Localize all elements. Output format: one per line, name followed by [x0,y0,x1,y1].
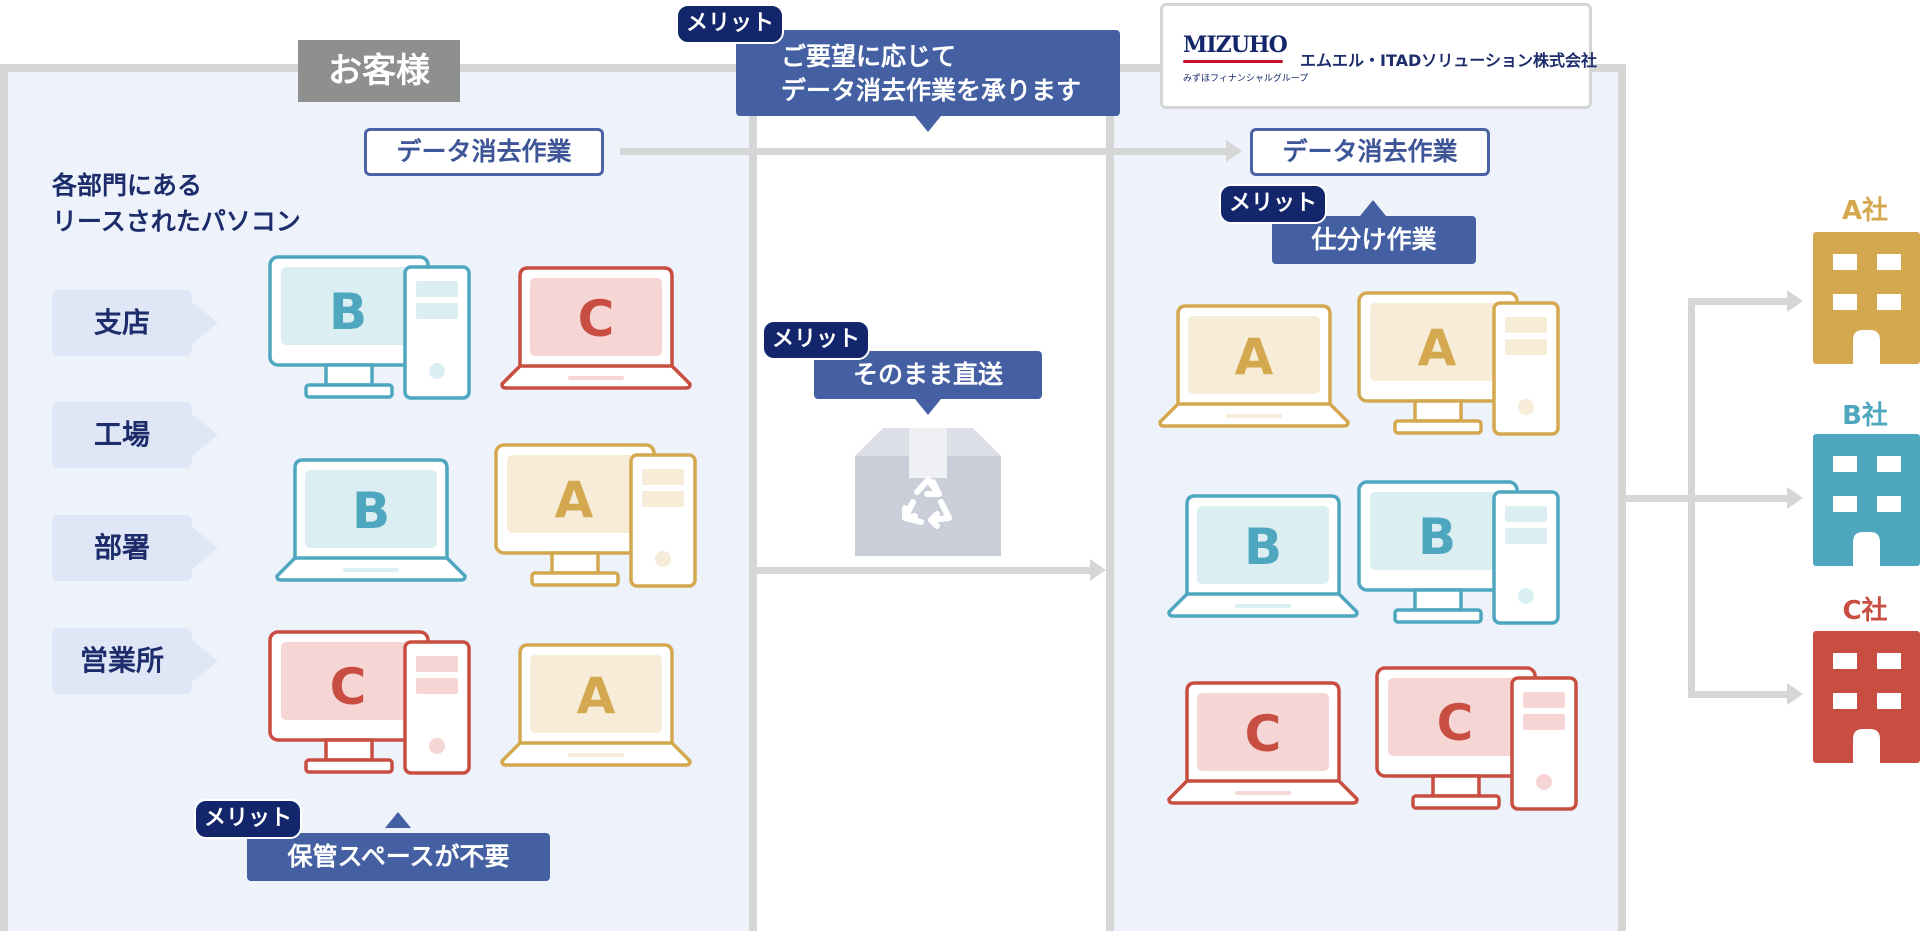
building-icon [1813,631,1920,767]
company-label-b: B社 [1842,401,1888,431]
bubble-data-erasure-on-request: ご要望に応じて データ消去作業を承ります [736,30,1120,116]
laptop-pc-drawing: A [1158,304,1350,428]
merit-badge-top: メリット [676,4,784,44]
desktop-pc-drawing: C [1375,666,1578,811]
dist-line-c [1688,691,1788,698]
laptop-pc-icon: C [500,266,692,395]
dept-branch: 支店 [52,290,218,356]
leased-pc-label-line2: リースされたパソコン [52,207,301,236]
svg-text:A: A [577,667,616,725]
leased-pc-label: 各部門にある リースされたパソコン [52,168,301,240]
desktop-pc-drawing: B [268,255,471,400]
laptop-pc-icon: B [1167,494,1359,623]
svg-text:A: A [555,471,594,529]
mizuho-group: みずほフィナンシャルグループ [1183,74,1309,84]
desktop-pc-icon: C [1375,666,1580,816]
laptop-pc-drawing: B [1167,494,1359,618]
merit-badge-sorting: メリット [1219,184,1327,224]
building-icon [1813,232,1920,368]
desktop-pc-drawing: A [1357,291,1560,436]
desktop-pc-drawing: B [1357,480,1560,625]
svg-text:B: B [352,482,390,540]
right-data-erasure-box: データ消去作業 [1250,128,1490,176]
bubble-sorting: 仕分け作業 [1272,216,1476,264]
desktop-pc-drawing: C [268,630,471,775]
direct-arrow-head [1090,559,1106,581]
laptop-pc-icon: B [275,458,467,587]
bubble-no-storage-space: 保管スペースが不要 [247,833,550,881]
erasure-arrow-line [620,148,1230,155]
customer-header: お客様 [298,40,460,102]
desktop-pc-icon: A [494,443,699,593]
dept-sales-office: 営業所 [52,628,218,694]
svg-text:C: C [578,290,615,348]
dist-arrow-a [1787,290,1803,312]
dept-factory: 工場 [52,402,218,468]
desktop-pc-icon: A [1357,291,1562,441]
leased-pc-label-line1: 各部門にある [52,171,203,200]
recycle-box-icon [855,428,1001,556]
mizuho-swoosh [1183,60,1283,63]
vendor-company-name: エムエル・ITADソリューション株式会社 [1300,51,1597,70]
desktop-pc-icon: B [268,255,473,405]
merit-badge-storage: メリット [194,799,302,839]
dist-vertical-line [1688,298,1695,698]
building-drawing [1813,631,1920,763]
desktop-pc-icon: B [1357,480,1562,630]
desktop-pc-drawing: A [494,443,697,588]
svg-text:B: B [1244,518,1282,576]
svg-text:B: B [1418,508,1456,566]
laptop-pc-icon: C [1167,681,1359,810]
bubble-sorting-pointer [1360,200,1386,216]
bubble-top-line2: データ消去作業を承ります [781,76,1082,105]
left-data-erasure-box: データ消去作業 [364,128,604,176]
laptop-pc-drawing: B [275,458,467,582]
svg-text:B: B [329,283,367,341]
dist-line-b [1695,495,1788,502]
bubble-direct-pointer [915,399,941,415]
bubble-storage-pointer [385,812,411,828]
building-icon [1813,434,1920,570]
bubble-top-line1: ご要望に応じて [781,42,957,71]
laptop-pc-icon: A [1158,304,1350,433]
vendor-logo-box: MIZUHO みずほフィナンシャルグループ エムエル・ITADソリューション株式… [1160,3,1597,109]
direct-arrow-line [757,567,1097,574]
svg-text:C: C [330,658,367,716]
svg-text:A: A [1418,319,1457,377]
svg-text:C: C [1437,694,1474,752]
erasure-arrow-head [1226,140,1242,162]
bubble-top-pointer [915,116,941,132]
mizuho-logo: MIZUHO みずほフィナンシャルグループ [1183,32,1309,84]
laptop-pc-drawing: A [500,643,692,767]
dist-arrow-b [1787,487,1803,509]
svg-text:C: C [1245,705,1282,763]
merit-badge-direct: メリット [762,320,870,360]
building-drawing [1813,232,1920,364]
dist-line-a [1688,298,1788,305]
dist-main-line [1626,495,1688,502]
building-drawing [1813,434,1920,566]
mizuho-brand: MIZUHO [1183,32,1288,58]
dist-arrow-c [1787,683,1803,705]
laptop-pc-drawing: C [500,266,692,390]
desktop-pc-icon: C [268,630,473,780]
company-label-c: C社 [1842,596,1888,626]
laptop-pc-drawing: C [1167,681,1359,805]
dept-division: 部署 [52,515,218,581]
svg-text:A: A [1235,328,1274,386]
laptop-pc-icon: A [500,643,692,772]
company-label-a: A社 [1841,196,1889,226]
bubble-direct-shipping: そのまま直送 [814,351,1042,399]
